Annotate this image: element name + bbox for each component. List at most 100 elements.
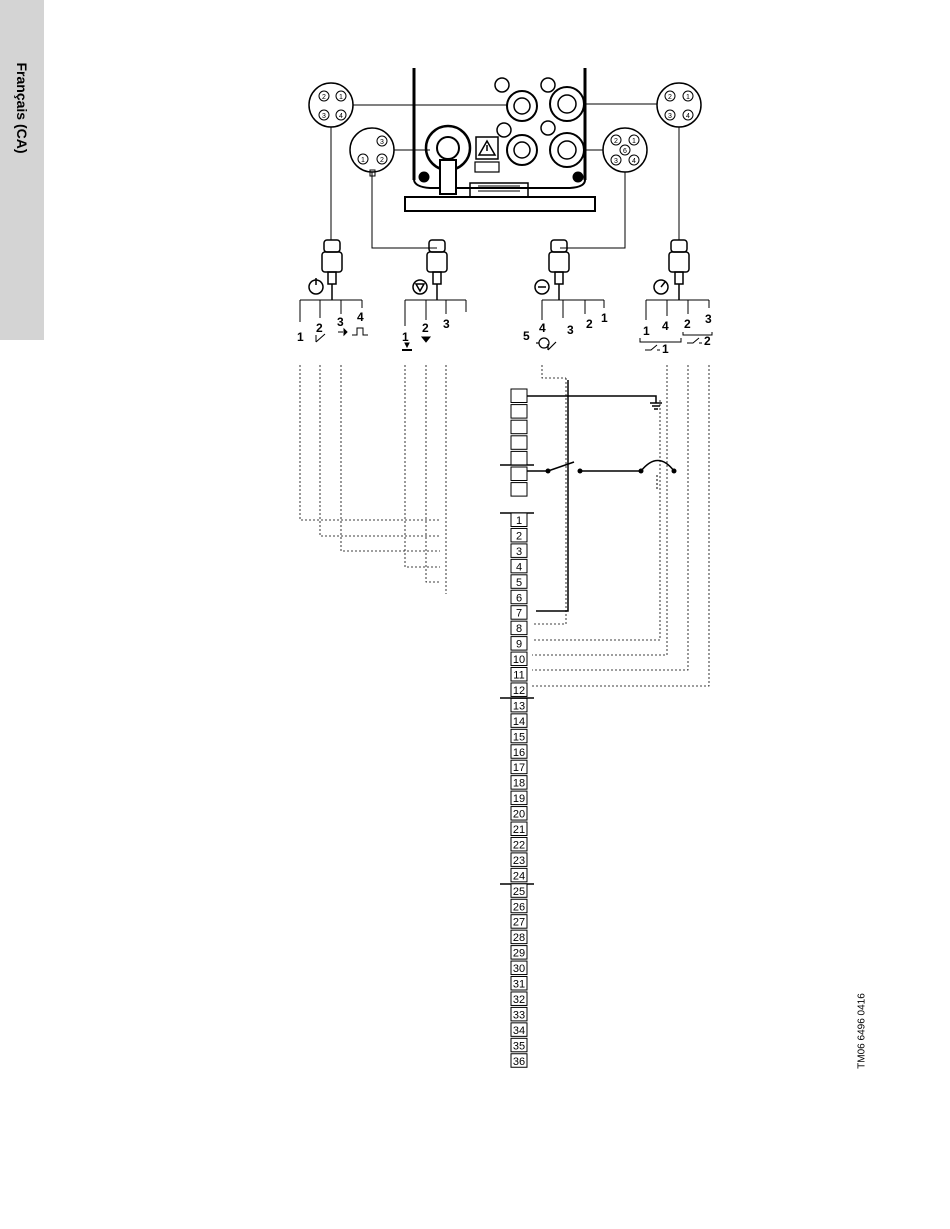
socket-pin: 1 (339, 94, 343, 101)
pin-label: 4 (357, 310, 364, 324)
socket-pin: 3 (614, 158, 618, 165)
pump-icon (413, 280, 427, 294)
pin-label: 3 (443, 317, 450, 331)
terminal-cell: 2 (511, 528, 527, 542)
socket-face-left-bottom: 3 1 2 (350, 128, 394, 176)
socket-pin: 4 (632, 158, 636, 165)
terminal-number: 5 (516, 577, 522, 589)
pin-label: 2 (586, 317, 593, 331)
terminal-number: 25 (513, 886, 525, 898)
terminal-number: 6 (516, 592, 522, 604)
pin-label: 2 (316, 321, 323, 335)
terminal-number: 24 (513, 870, 525, 882)
pin-label: 3 (705, 312, 712, 326)
terminal-cell: 26 (511, 899, 527, 913)
terminal-number: 30 (513, 963, 525, 975)
terminal-cell: 3 (511, 544, 527, 558)
terminal-blank (511, 389, 527, 403)
control-unit (405, 68, 595, 211)
terminal-number: 16 (513, 747, 525, 759)
terminal-cell: 9 (511, 637, 527, 651)
plug-1-signal-icons (316, 328, 368, 342)
terminal-number: 4 (516, 561, 522, 573)
terminal-number: 12 (513, 685, 525, 697)
terminal-cell: 29 (511, 946, 527, 960)
pin-label: 3 (567, 323, 574, 337)
plug-4-pin-labels: 1 4 2 3 1 2 (643, 312, 712, 356)
terminal-cell: 19 (511, 791, 527, 805)
terminal-blank (511, 436, 527, 450)
terminal-cell: 1 (511, 513, 527, 527)
terminal-cell: 34 (511, 1023, 527, 1037)
cable-plug-2 (427, 240, 447, 300)
terminal-number: 18 (513, 778, 525, 790)
socket-face-right-top: 2 1 3 4 (657, 83, 701, 127)
cable-plug-4 (669, 240, 689, 300)
signal-wires (300, 365, 709, 686)
terminal-cell: 6 (511, 590, 527, 604)
pressure-switch-symbols (640, 332, 712, 350)
terminal-cell: 16 (511, 745, 527, 759)
pin-label: 1 (402, 330, 409, 344)
pressure-gauge-icon (654, 280, 668, 294)
pin-label: 4 (662, 319, 669, 333)
socket-pin: 2 (380, 157, 384, 164)
socket-pin: 2 (668, 94, 672, 101)
socket-pin: 1 (361, 157, 365, 164)
terminal-number: 9 (516, 639, 522, 651)
thermostat-icon (535, 280, 549, 294)
terminal-blank (511, 405, 527, 419)
switch-label: 1 (662, 342, 669, 356)
pin-label: 3 (337, 315, 344, 329)
pin-label: 1 (601, 311, 608, 325)
plug-3-pin-labels: 5 4 3 2 1 (523, 311, 608, 343)
socket-face-right-bottom: 2 1 6 3 4 (603, 128, 647, 172)
terminal-number: 34 (513, 1025, 525, 1037)
terminal-number: 8 (516, 623, 522, 635)
pin-label: 5 (523, 329, 530, 343)
terminal-cell: 13 (511, 698, 527, 712)
terminal-number: 17 (513, 762, 525, 774)
terminal-cell: 20 (511, 807, 527, 821)
plug-1-pin-labels: 1 2 3 4 (297, 310, 364, 344)
terminal-cell: 7 (511, 606, 527, 620)
terminal-number: 27 (513, 917, 525, 929)
terminal-cell: 24 (511, 868, 527, 882)
pin-label: 2 (422, 321, 429, 335)
terminal-number: 32 (513, 994, 525, 1006)
socket-pin: 3 (668, 113, 672, 120)
terminal-number: 20 (513, 809, 525, 821)
terminal-numbered-group: 1234567891011121314151617181920212223242… (511, 513, 527, 1068)
terminal-number: 28 (513, 932, 525, 944)
socket-leader-lines (331, 104, 679, 248)
terminal-blank (511, 420, 527, 434)
terminal-number: 33 (513, 1009, 525, 1021)
terminal-cell: 15 (511, 729, 527, 743)
socket-pin: 1 (686, 94, 690, 101)
pin-label: 4 (539, 321, 546, 335)
terminal-cell: 31 (511, 977, 527, 991)
terminal-number: 7 (516, 608, 522, 620)
socket-face-left-top: 2 1 3 4 (309, 83, 353, 127)
terminal-number: 14 (513, 716, 525, 728)
terminal-blank-group (511, 389, 527, 496)
terminal-number: 29 (513, 948, 525, 960)
terminal-number: 13 (513, 700, 525, 712)
cable-plug-3 (549, 240, 569, 300)
terminal-cell: 12 (511, 683, 527, 697)
terminal-cell: 21 (511, 822, 527, 836)
terminal-cell: 35 (511, 1038, 527, 1052)
terminal-cell: 25 (511, 884, 527, 898)
terminal-number: 1 (516, 515, 522, 527)
socket-pin: 3 (322, 113, 326, 120)
socket-pin: 6 (623, 148, 627, 155)
terminal-cell: 23 (511, 853, 527, 867)
terminal-number: 36 (513, 1056, 525, 1068)
socket-pin: 4 (686, 113, 690, 120)
cable-plug-1 (322, 240, 342, 300)
terminal-cell: 30 (511, 961, 527, 975)
terminal-number: 23 (513, 855, 525, 867)
pin-label: 1 (297, 330, 304, 344)
pin-label: 1 (643, 324, 650, 338)
